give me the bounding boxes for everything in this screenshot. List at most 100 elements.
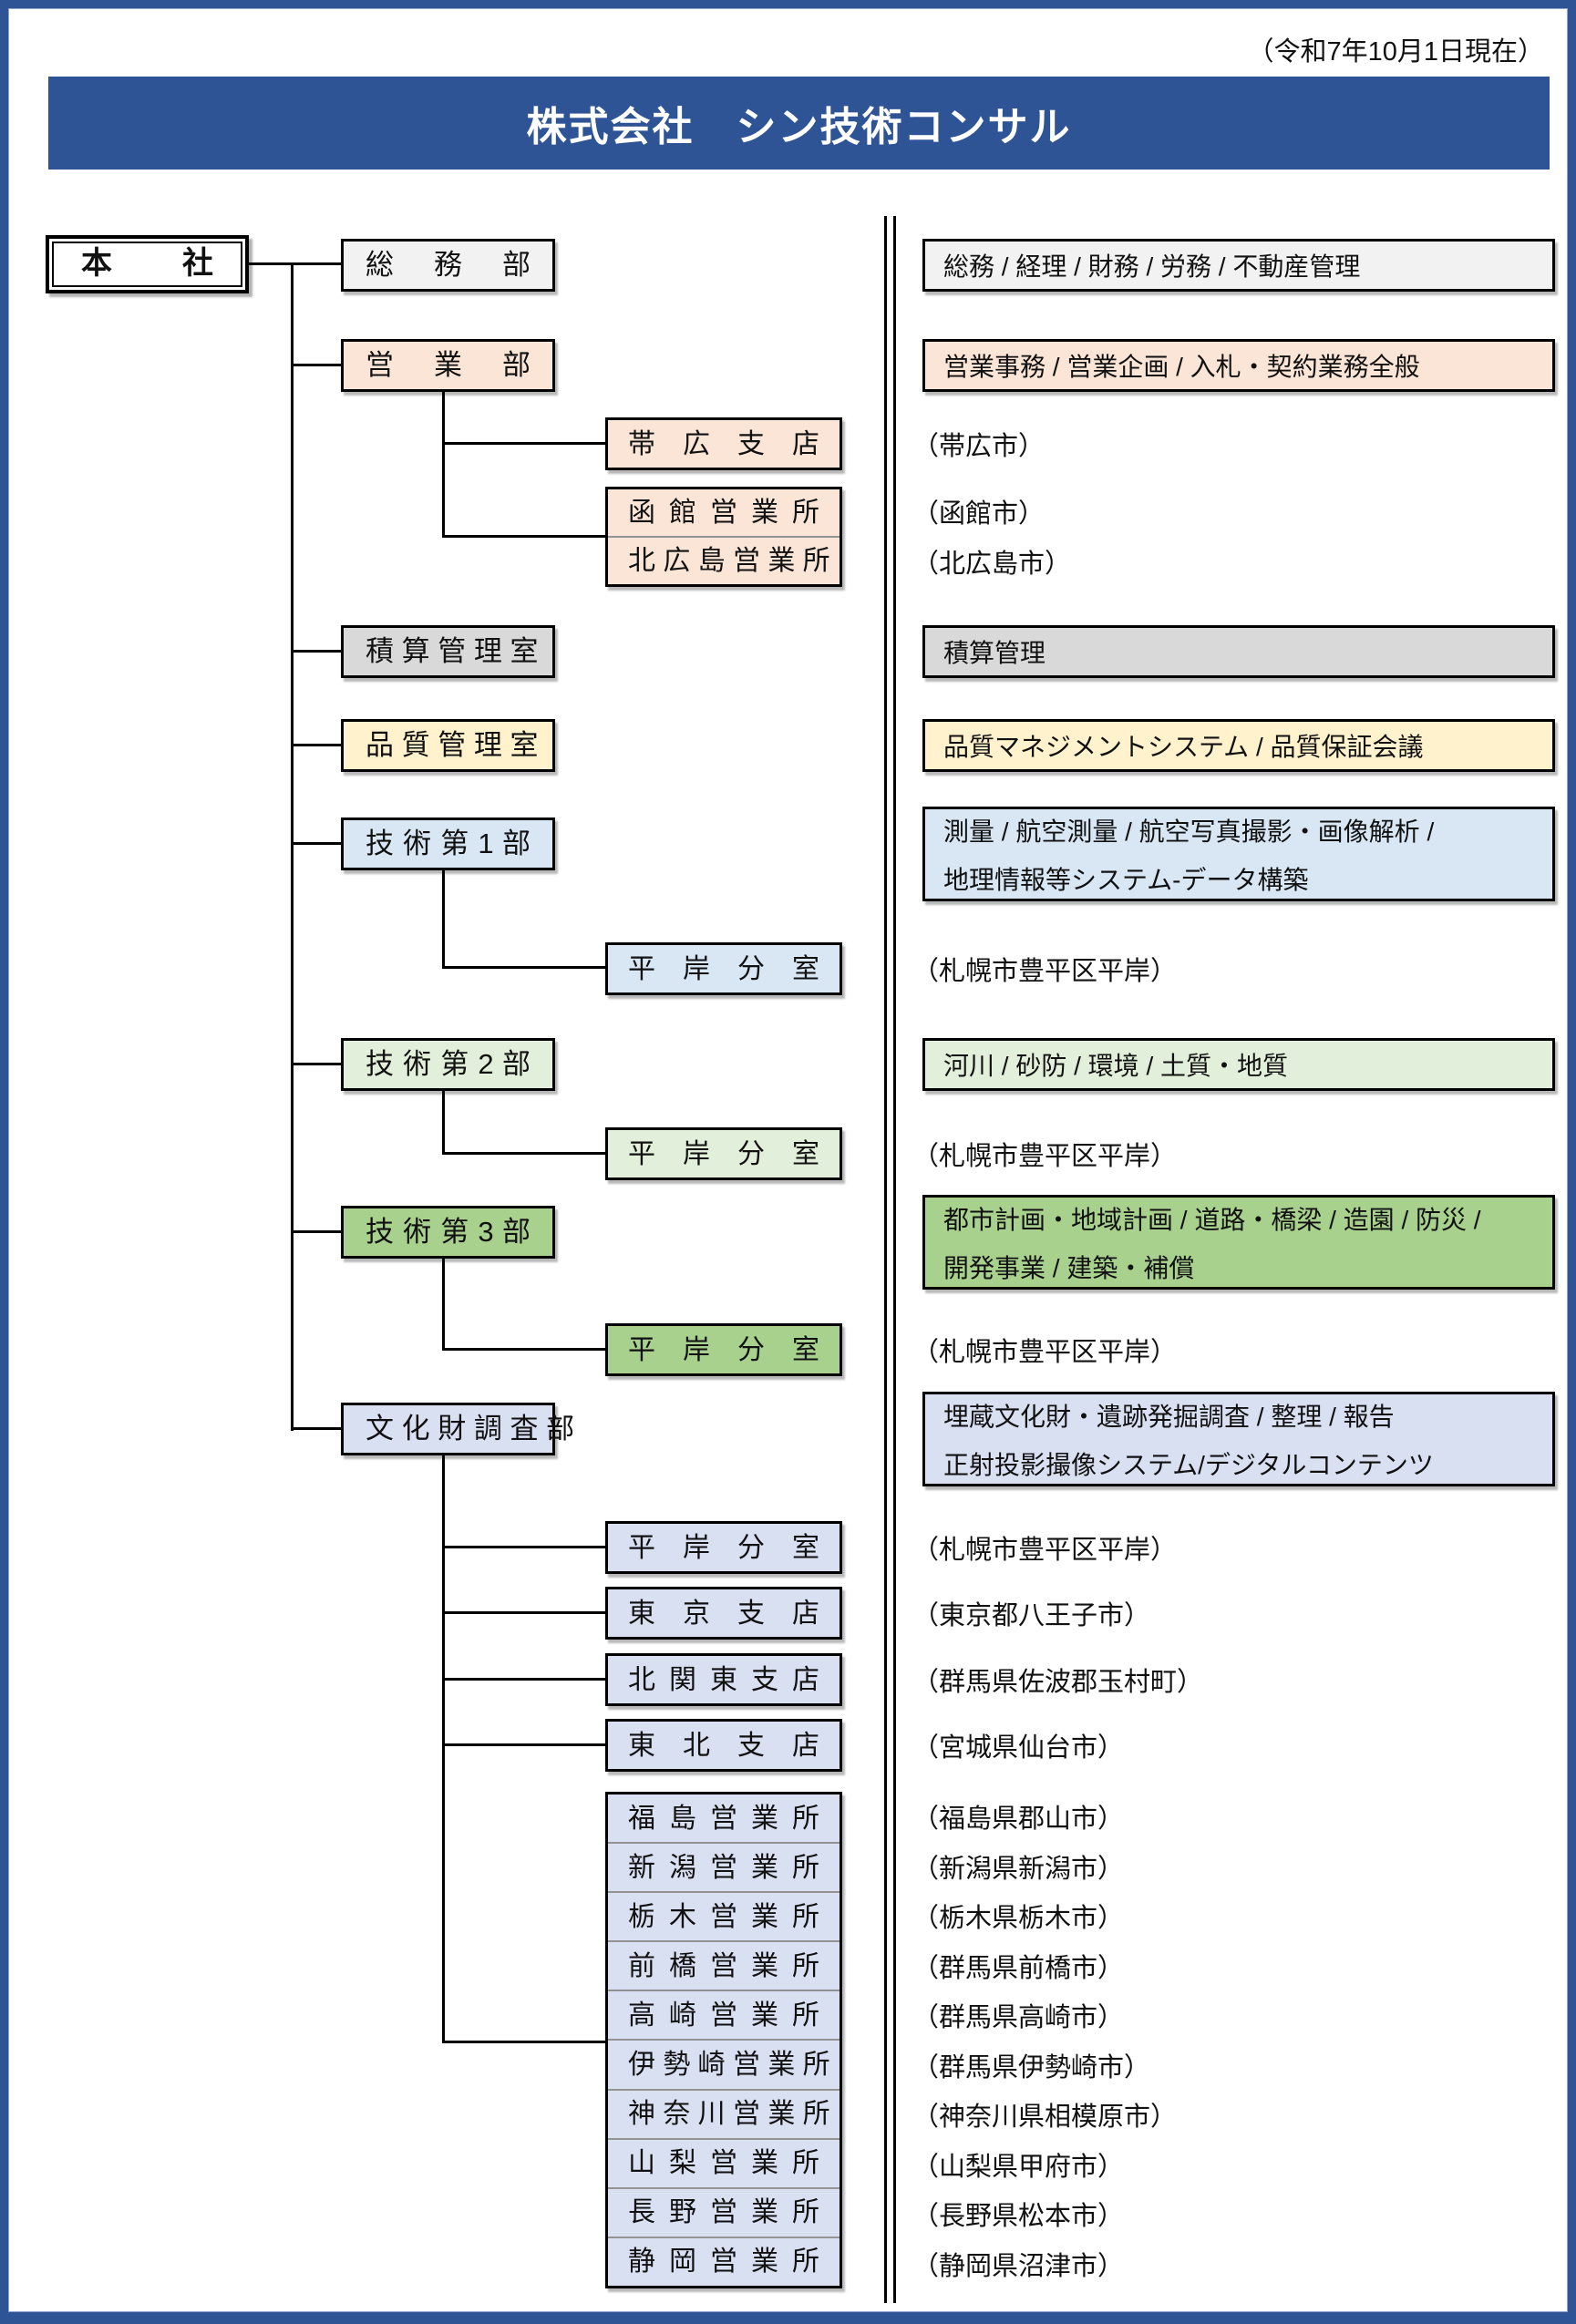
node-regional-offices-stack: 福 島 営 業 所 新 潟 営 業 所 栃 木 営 業 所 前 橋 営 業 所 … bbox=[605, 1792, 842, 2288]
loc-obihiro: （帯広市） bbox=[912, 432, 1046, 461]
node-label: 静 岡 営 業 所 bbox=[628, 2247, 819, 2278]
node-hiragishi-annex-2: 平 岸 分 室 bbox=[605, 1127, 842, 1180]
node-general-affairs-dept: 総 務 部 bbox=[341, 239, 555, 292]
node-label: 東 京 支 店 bbox=[628, 1598, 819, 1629]
column-separator-line-1 bbox=[884, 216, 887, 2303]
desc-text: 営業事務 / 営業企画 / 入札・契約業務全般 bbox=[943, 353, 1420, 381]
connector-stub-tech1 bbox=[291, 842, 344, 845]
node-label: 平 岸 分 室 bbox=[628, 1334, 819, 1365]
loc-text: （栃木県栃木市） bbox=[912, 1904, 1125, 1934]
connector-tech2-trunk bbox=[442, 1091, 445, 1155]
connector-stub-hiragishi3 bbox=[442, 1348, 608, 1351]
desc-text: 測量 / 航空測量 / 航空写真撮影・画像解析 / bbox=[943, 817, 1435, 846]
node-quality-management-office: 品 質 管 理 室 bbox=[341, 719, 555, 772]
node-label: 営 業 部 bbox=[366, 348, 530, 381]
desc-text: 積算管理 bbox=[943, 639, 1046, 667]
loc-hiragishi-2: （札幌市豊平区平岸） bbox=[912, 1142, 1178, 1171]
node-label: 平 岸 分 室 bbox=[628, 1532, 819, 1563]
loc-text: （群馬県前橋市） bbox=[912, 1953, 1125, 1983]
date-note: （令和7年10月1日現在） bbox=[1247, 37, 1544, 67]
node-head-office: 本 社 bbox=[46, 235, 249, 293]
desc-sales: 営業事務 / 営業企画 / 入札・契約業務全般 bbox=[922, 339, 1555, 392]
connector-stub-tokyo bbox=[442, 1611, 608, 1614]
desc-text: 品質マネジメントシステム / 品質保証会議 bbox=[943, 733, 1424, 761]
node-label: 総 務 部 bbox=[366, 248, 530, 281]
office-row: 山 梨 営 業 所 bbox=[608, 2137, 840, 2187]
node-label: 伊 勢 崎 営 業 所 bbox=[628, 2050, 830, 2081]
office-row: 北 広 島 営 業 所 bbox=[608, 536, 840, 584]
node-label: 栃 木 営 業 所 bbox=[628, 1901, 819, 1932]
loc-text: （群馬県伊勢崎市） bbox=[912, 2052, 1151, 2082]
node-label: 文 化 財 調 査 部 bbox=[366, 1412, 575, 1445]
desc-quality: 品質マネジメントシステム / 品質保証会議 bbox=[922, 719, 1555, 772]
node-label: 高 崎 営 業 所 bbox=[628, 2000, 819, 2031]
node-tokyo-branch: 東 京 支 店 bbox=[605, 1587, 842, 1640]
loc-text: （群馬県高崎市） bbox=[912, 2003, 1125, 2033]
node-technical-dept-3: 技 術 第 3 部 bbox=[341, 1206, 555, 1259]
connector-stub-tech3 bbox=[291, 1230, 344, 1233]
desc-technical-1: 測量 / 航空測量 / 航空写真撮影・画像解析 / 地理情報等システム-データ構… bbox=[922, 807, 1555, 901]
desc-general-affairs: 総務 / 経理 / 財務 / 労務 / 不動産管理 bbox=[922, 239, 1555, 292]
desc-text: 地理情報等システム-データ構築 bbox=[943, 865, 1309, 894]
node-hakodate-kitahiroshima-offices: 函 館 営 業 所 北 広 島 営 業 所 bbox=[605, 487, 842, 587]
loc-regional-offices: （福島県郡山市） （新潟県新潟市） （栃木県栃木市） （群馬県前橋市） （群馬県… bbox=[912, 1792, 1177, 2288]
connector-stub-kitakanto bbox=[442, 1678, 608, 1681]
office-row: 伊 勢 崎 営 業 所 bbox=[608, 2039, 840, 2088]
connector-stub-quality bbox=[291, 744, 344, 746]
connector-stub-hiragishi4 bbox=[442, 1546, 608, 1548]
connector-tech3-trunk bbox=[442, 1259, 445, 1351]
loc-text: （新潟県新潟市） bbox=[912, 1854, 1125, 1884]
connector-stub-obihiro bbox=[442, 442, 608, 445]
node-label: 平 岸 分 室 bbox=[628, 953, 819, 984]
node-label: 北 関 東 支 店 bbox=[628, 1664, 819, 1695]
node-label: 平 岸 分 室 bbox=[628, 1138, 819, 1169]
node-label: 積 算 管 理 室 bbox=[366, 634, 539, 667]
company-title: 株式会社 シン技術コンサル bbox=[526, 105, 1072, 149]
connector-cultural-trunk bbox=[442, 1455, 445, 2043]
node-tohoku-branch: 東 北 支 店 bbox=[605, 1719, 842, 1772]
desc-estimation: 積算管理 bbox=[922, 625, 1555, 678]
node-label: 新 潟 営 業 所 bbox=[628, 1852, 819, 1883]
node-label: 技 術 第 2 部 bbox=[366, 1047, 530, 1080]
office-row: 高 崎 営 業 所 bbox=[608, 1990, 840, 2039]
loc-hiragishi-1: （札幌市豊平区平岸） bbox=[912, 957, 1178, 986]
office-row: 静 岡 営 業 所 bbox=[608, 2236, 840, 2286]
connector-stub-cultural bbox=[291, 1427, 344, 1430]
node-obihiro-branch: 帯 広 支 店 bbox=[605, 417, 842, 470]
office-row: 長 野 営 業 所 bbox=[608, 2186, 840, 2237]
loc-text: （山梨県甲府市） bbox=[912, 2152, 1125, 2182]
node-label: 山 梨 営 業 所 bbox=[628, 2148, 819, 2179]
node-hiragishi-annex-4: 平 岸 分 室 bbox=[605, 1521, 842, 1574]
office-row: 福 島 営 業 所 bbox=[608, 1794, 840, 1842]
page-title-banner: 株式会社 シン技術コンサル bbox=[48, 77, 1550, 170]
loc-hakodate: （函館市） bbox=[912, 499, 1046, 529]
node-label: 函 館 営 業 所 bbox=[628, 498, 819, 528]
loc-hiragishi-4: （札幌市豊平区平岸） bbox=[912, 1536, 1178, 1565]
desc-cultural-assets: 埋蔵文化財・遺跡発掘調査 / 整理 / 報告 正射投影撮像システム/デジタルコン… bbox=[922, 1392, 1555, 1486]
node-estimation-management-office: 積 算 管 理 室 bbox=[341, 625, 555, 678]
node-label: 帯 広 支 店 bbox=[628, 428, 819, 459]
desc-text: 埋蔵文化財・遺跡発掘調査 / 整理 / 報告 bbox=[943, 1402, 1395, 1431]
node-label: 福 島 営 業 所 bbox=[628, 1803, 819, 1834]
node-label: 技 術 第 3 部 bbox=[366, 1215, 530, 1248]
node-hiragishi-annex-3: 平 岸 分 室 bbox=[605, 1323, 842, 1376]
connector-stub-tohoku bbox=[442, 1743, 608, 1746]
desc-technical-2: 河川 / 砂防 / 環境 / 土質・地質 bbox=[922, 1038, 1555, 1091]
loc-text: （長野県松本市） bbox=[912, 2202, 1125, 2232]
node-label: 本 社 bbox=[81, 246, 213, 282]
node-technical-dept-1: 技 術 第 1 部 bbox=[341, 818, 555, 870]
node-cultural-assets-research-dept: 文 化 財 調 査 部 bbox=[341, 1403, 574, 1455]
node-label: 神 奈 川 営 業 所 bbox=[628, 2099, 830, 2130]
loc-tokyo: （東京都八王子市） bbox=[912, 1601, 1151, 1630]
loc-kitakanto: （群馬県佐波郡玉村町） bbox=[912, 1668, 1204, 1697]
connector-tech1-trunk bbox=[442, 870, 445, 969]
connector-stub-hiragishi2 bbox=[442, 1152, 608, 1155]
connector-elbow-offices bbox=[442, 2041, 608, 2043]
node-label: 技 術 第 1 部 bbox=[366, 827, 530, 859]
office-row: 函 館 営 業 所 bbox=[608, 489, 840, 536]
node-technical-dept-2: 技 術 第 2 部 bbox=[341, 1038, 555, 1091]
node-label: 品 質 管 理 室 bbox=[366, 728, 539, 761]
office-row: 神 奈 川 営 業 所 bbox=[608, 2088, 840, 2138]
node-kitakanto-branch: 北 関 東 支 店 bbox=[605, 1653, 842, 1706]
loc-text: （静岡県沼津市） bbox=[912, 2251, 1125, 2281]
